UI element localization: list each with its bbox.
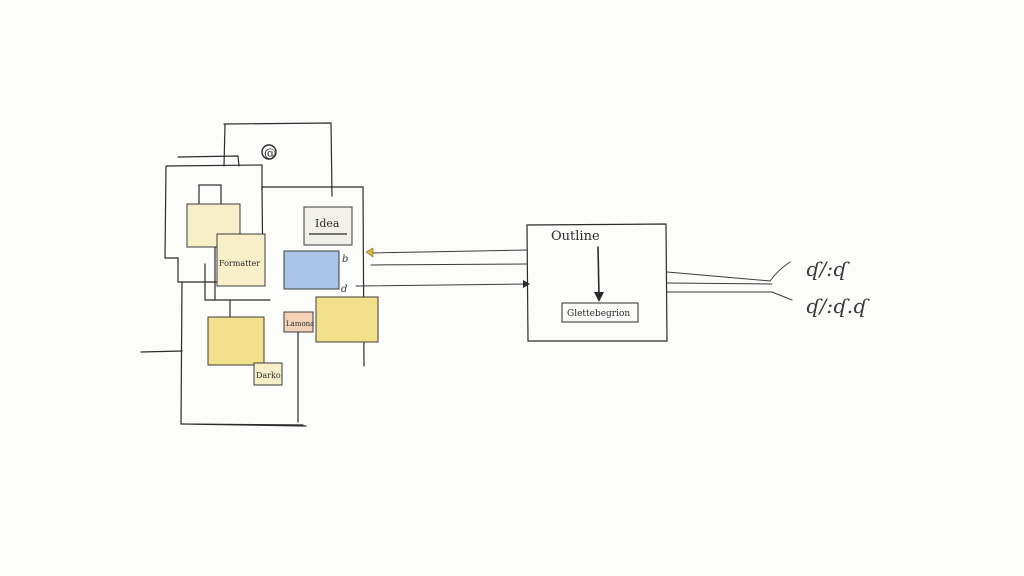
connector-bottom — [355, 283, 528, 287]
note-blue — [283, 250, 340, 290]
formatter-label: Formatter — [219, 259, 260, 268]
darko-label: Darko — [256, 371, 281, 380]
at-circle — [261, 144, 277, 160]
top-box — [223, 122, 333, 197]
inner-lines — [204, 245, 299, 423]
lamona-label: Lamona — [286, 320, 314, 328]
note-lamona — [283, 311, 314, 333]
inner-label-box — [561, 302, 639, 323]
right-note-1: ʠ/:ʠ — [806, 257, 850, 281]
left-stub — [140, 350, 183, 353]
small-square — [198, 184, 222, 206]
connector-top-b — [370, 263, 528, 266]
arrowhead-right — [523, 280, 530, 288]
at-symbol: @ — [264, 146, 276, 160]
note-formatter — [216, 233, 266, 287]
marker-d: d — [341, 284, 347, 295]
down-arrow-shaft — [597, 246, 600, 297]
idea-label: Idea — [315, 217, 340, 230]
note-yellow-left — [207, 316, 265, 366]
outline-inner-label: Glettebegrion — [567, 309, 630, 319]
marker-b: b — [342, 254, 348, 265]
note-yellow-right — [315, 296, 379, 343]
right-note-2: ʠ/:ʠ.ʠ — [806, 294, 870, 318]
down-arrowhead — [594, 292, 604, 302]
note-darko — [253, 362, 283, 386]
connectors — [355, 249, 528, 287]
left-frame — [164, 164, 263, 259]
sticky-notes — [186, 203, 379, 386]
note-idea — [303, 206, 353, 246]
outline-title: Outline — [551, 229, 600, 244]
upper-left-cap — [177, 155, 240, 167]
outline-box — [526, 223, 668, 342]
connector-top-a — [369, 249, 528, 254]
outgoing-lines — [666, 261, 793, 301]
arrowhead-left — [365, 247, 374, 258]
